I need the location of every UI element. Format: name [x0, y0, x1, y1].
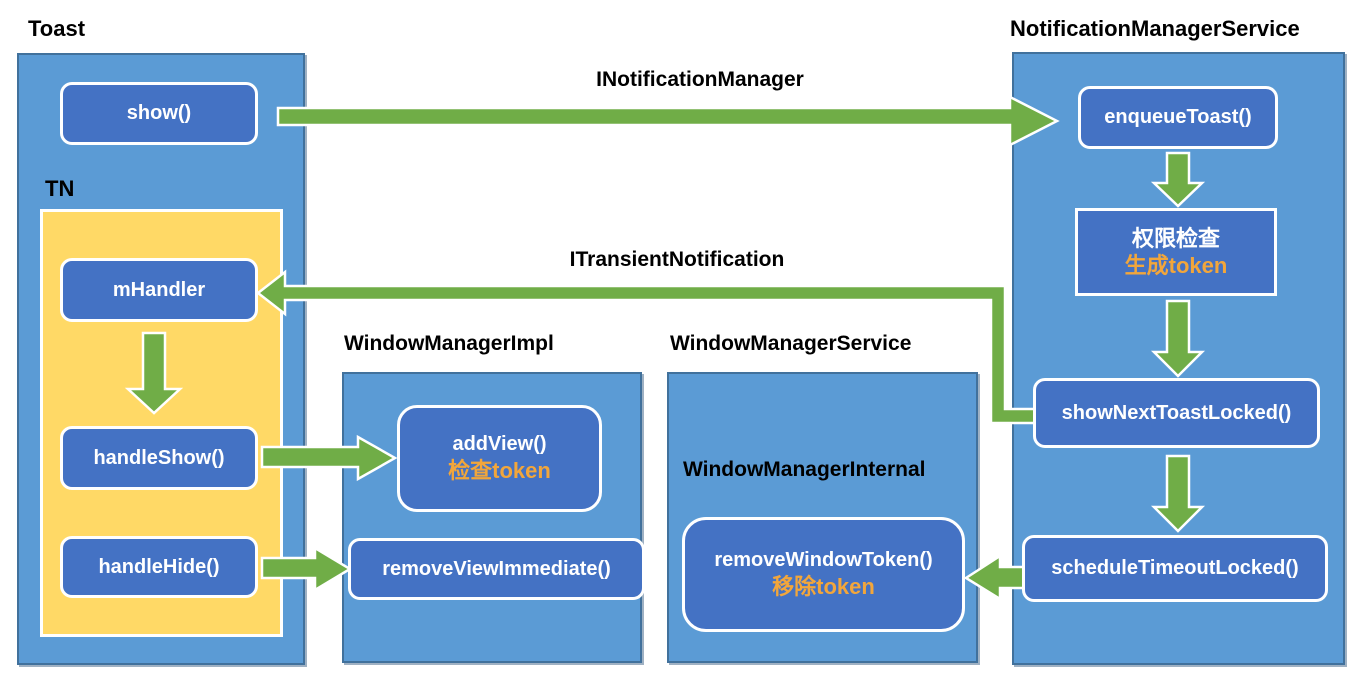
window-manager-impl-title: WindowManagerImpl	[344, 332, 554, 355]
remove-view-immediate-node: removeViewImmediate()	[348, 538, 645, 600]
show-node: show()	[60, 82, 258, 145]
show-node-label: show()	[126, 102, 192, 124]
remove-window-token-line1: removeWindowToken()	[714, 549, 933, 572]
arrow-mhandler-to-handle-show	[124, 331, 184, 415]
window-manager-service-title: WindowManagerService	[670, 332, 912, 355]
schedule-timeout-locked-label: scheduleTimeoutLocked()	[1051, 557, 1299, 579]
enqueue-toast-node: enqueueToast()	[1078, 86, 1278, 149]
notification-manager-service-title: NotificationManagerService	[1010, 16, 1300, 41]
add-view-line1: addView()	[452, 433, 547, 456]
inotification-manager-edge-label: INotificationManager	[596, 68, 804, 91]
enqueue-toast-node-label: enqueueToast()	[1104, 106, 1252, 128]
arrow-enqueue-toast-to-permission-check	[1150, 151, 1206, 208]
permission-check-line1: 权限检查	[1131, 225, 1220, 251]
add-view-line2: 检查token	[448, 458, 551, 484]
remove-window-token-line2: 移除token	[772, 574, 875, 600]
itransient-notification-edge-label: ITransientNotification	[569, 248, 785, 271]
mhandler-node-label: mHandler	[112, 278, 206, 301]
schedule-timeout-locked-node: scheduleTimeoutLocked()	[1022, 535, 1328, 602]
permission-check-node: 权限检查 生成token	[1075, 208, 1277, 296]
window-manager-internal-label: WindowManagerInternal	[683, 458, 926, 481]
remove-window-token-node: removeWindowToken() 移除token	[682, 517, 965, 632]
arrow-handle-show-to-add-view	[260, 434, 398, 482]
add-view-node: addView() 检查token	[397, 405, 602, 512]
arrow-permission-check-to-show-next-toast	[1150, 299, 1206, 378]
permission-check-line2: 生成token	[1124, 253, 1228, 278]
arrow-handle-hide-to-remove-view-immediate	[260, 545, 353, 593]
arrow-show-to-enqueue-toast	[276, 94, 1060, 148]
handle-hide-node-label: handleHide()	[98, 555, 220, 578]
handle-show-node-label: handleShow()	[93, 446, 225, 469]
mhandler-node: mHandler	[60, 258, 258, 322]
toast-container-title: Toast	[28, 16, 86, 41]
handle-show-node: handleShow()	[60, 426, 258, 490]
handle-hide-node: handleHide()	[60, 536, 258, 598]
remove-view-immediate-label: removeViewImmediate()	[382, 557, 611, 580]
show-next-toast-locked-node: showNextToastLocked()	[1033, 378, 1320, 448]
show-next-toast-locked-label: showNextToastLocked()	[1061, 401, 1292, 424]
tn-group-title: TN	[45, 176, 75, 201]
arrow-schedule-timeout-to-remove-window-token	[963, 553, 1026, 602]
arrow-show-next-toast-to-schedule-timeout	[1150, 454, 1206, 533]
